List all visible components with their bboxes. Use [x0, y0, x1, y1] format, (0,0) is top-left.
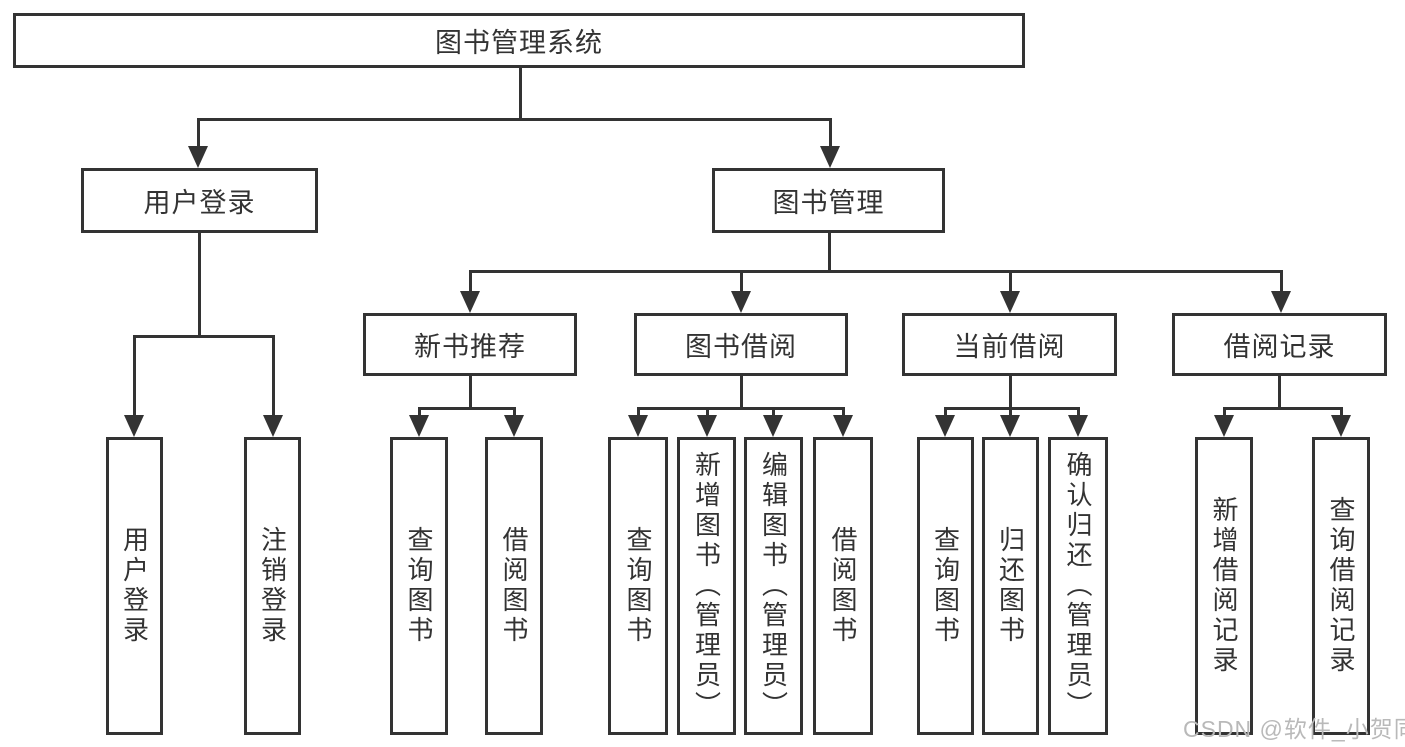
node-leaf-query-borrow-rec: 查询借阅记录 — [1312, 437, 1370, 735]
connector-line — [468, 374, 472, 410]
connector-line — [1277, 374, 1281, 410]
connector-line — [1222, 407, 1343, 410]
connector-line — [841, 407, 845, 417]
node-label-leaf-add-books: 新增图书（管理员） — [691, 451, 722, 721]
connector-line — [771, 407, 775, 417]
connector-line — [417, 407, 421, 417]
arrowhead-down-icon — [409, 415, 429, 437]
arrowhead-down-icon — [820, 146, 840, 168]
node-leaf-edit-books: 编辑图书（管理员） — [744, 437, 803, 735]
node-label-user-login: 用户登录 — [143, 188, 256, 218]
arrowhead-down-icon — [1000, 415, 1020, 437]
connector-line — [827, 231, 831, 273]
connector-line — [196, 118, 832, 121]
connector-line — [636, 407, 640, 417]
connector-line — [417, 407, 516, 410]
node-label-new-books: 新书推荐 — [414, 332, 526, 362]
node-label-leaf-add-borrow-rec: 新增借阅记录 — [1209, 496, 1239, 676]
connector-line — [636, 407, 845, 410]
connector-line — [1008, 407, 1012, 417]
node-label-book-mgmt: 图书管理 — [772, 188, 885, 218]
connector-line — [739, 374, 743, 410]
node-label-system: 图书管理系统 — [435, 28, 603, 58]
arrowhead-down-icon — [935, 415, 955, 437]
arrowhead-down-icon — [763, 415, 783, 437]
connector-line — [943, 407, 947, 417]
connector-line — [132, 335, 275, 338]
node-borrowing: 图书借阅 — [634, 313, 848, 376]
connector-line — [1222, 407, 1226, 417]
node-leaf-user-login: 用户登录 — [106, 437, 163, 735]
arrowhead-down-icon — [124, 415, 144, 437]
node-leaf-return-books: 归还图书 — [982, 437, 1039, 735]
connector-line — [468, 270, 472, 293]
node-system: 图书管理系统 — [13, 13, 1025, 68]
connector-line — [1279, 270, 1283, 293]
watermark: CSDN @软件_小贺同学 — [1183, 716, 1405, 742]
connector-line — [197, 231, 201, 338]
node-leaf-add-borrow-rec: 新增借阅记录 — [1195, 437, 1253, 735]
arrowhead-down-icon — [1271, 291, 1291, 313]
connector-line — [705, 407, 709, 417]
connector-line — [1076, 407, 1080, 417]
node-leaf-borrow-books-b: 借阅图书 — [813, 437, 873, 735]
node-label-leaf-user-login: 用户登录 — [119, 526, 150, 646]
node-book-mgmt: 图书管理 — [712, 168, 945, 233]
connector-line — [828, 118, 832, 148]
node-label-leaf-return-books: 归还图书 — [995, 526, 1026, 646]
arrowhead-down-icon — [1000, 291, 1020, 313]
connector-line — [468, 270, 1283, 273]
node-leaf-query-books-b: 查询图书 — [608, 437, 668, 735]
node-user-login: 用户登录 — [81, 168, 318, 233]
connector-line — [132, 335, 136, 417]
connector-line — [1339, 407, 1343, 417]
node-label-leaf-confirm-return: 确认归还（管理员） — [1063, 451, 1093, 721]
arrowhead-down-icon — [697, 415, 717, 437]
arrowhead-down-icon — [263, 415, 283, 437]
connector-line — [271, 335, 275, 417]
node-label-leaf-query-books-c: 查询图书 — [930, 526, 961, 646]
connector-line — [943, 407, 1080, 410]
node-leaf-borrow-books-a: 借阅图书 — [485, 437, 543, 735]
connector-line — [1008, 270, 1012, 293]
node-label-leaf-query-borrow-rec: 查询借阅记录 — [1326, 496, 1356, 676]
node-label-leaf-query-books-a: 查询图书 — [404, 526, 434, 646]
connector-line — [1008, 374, 1012, 410]
node-new-books: 新书推荐 — [363, 313, 577, 376]
node-leaf-logout: 注销登录 — [244, 437, 301, 735]
node-label-leaf-edit-books: 编辑图书（管理员） — [758, 451, 789, 721]
connector-line — [739, 270, 743, 293]
connector-line — [518, 65, 522, 121]
node-current-borrow: 当前借阅 — [902, 313, 1117, 376]
arrowhead-down-icon — [731, 291, 751, 313]
node-label-borrow-records: 借阅记录 — [1223, 332, 1336, 362]
arrowhead-down-icon — [460, 291, 480, 313]
node-label-leaf-query-books-b: 查询图书 — [623, 526, 653, 646]
node-label-leaf-logout: 注销登录 — [257, 526, 288, 646]
arrowhead-down-icon — [504, 415, 524, 437]
arrowhead-down-icon — [1068, 415, 1088, 437]
arrowhead-down-icon — [833, 415, 853, 437]
arrowhead-down-icon — [628, 415, 648, 437]
node-label-current-borrow: 当前借阅 — [953, 332, 1066, 362]
node-label-borrowing: 图书借阅 — [685, 332, 797, 362]
connector-line — [196, 118, 200, 148]
arrowhead-down-icon — [188, 146, 208, 168]
node-borrow-records: 借阅记录 — [1172, 313, 1387, 376]
arrowhead-down-icon — [1331, 415, 1351, 437]
node-label-leaf-borrow-books-b: 借阅图书 — [828, 526, 858, 646]
node-label-leaf-borrow-books-a: 借阅图书 — [499, 526, 529, 646]
arrowhead-down-icon — [1214, 415, 1234, 437]
node-leaf-add-books: 新增图书（管理员） — [677, 437, 736, 735]
node-leaf-query-books-c: 查询图书 — [917, 437, 974, 735]
connector-line — [512, 407, 516, 417]
node-leaf-query-books-a: 查询图书 — [390, 437, 448, 735]
node-leaf-confirm-return: 确认归还（管理员） — [1048, 437, 1108, 735]
